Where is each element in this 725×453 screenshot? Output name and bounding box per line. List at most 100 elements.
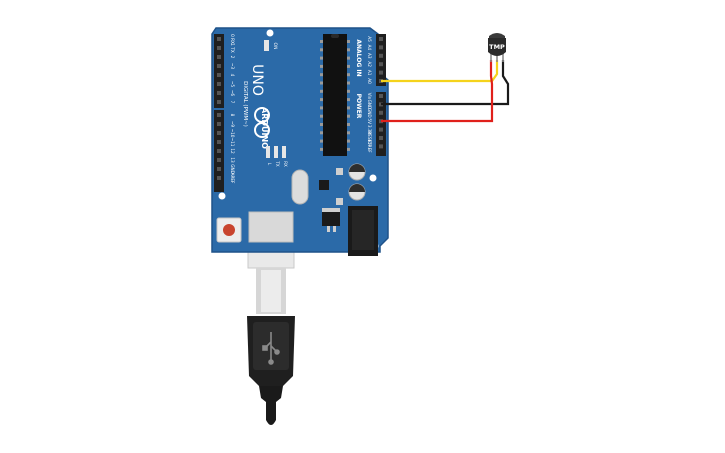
mounting-hole <box>266 29 274 37</box>
pin-label: 1 TX <box>230 43 235 53</box>
pin-hole[interactable] <box>217 37 221 41</box>
pin-label: A5 <box>367 36 372 42</box>
wires <box>381 60 510 123</box>
pin-label: GND <box>230 164 235 174</box>
atmega-chip <box>320 34 350 156</box>
reset-button[interactable] <box>216 217 242 243</box>
tmp-temperature-sensor[interactable]: TMP <box>488 33 506 62</box>
pin-hole[interactable] <box>379 62 383 67</box>
capacitor <box>348 183 366 201</box>
pin-hole[interactable] <box>379 144 383 149</box>
pin-hole[interactable] <box>217 46 221 50</box>
pin-hole[interactable] <box>217 82 221 86</box>
pin-label: A3 <box>367 53 372 59</box>
digital-header <box>214 34 224 192</box>
smd-component <box>336 198 343 205</box>
tx-led <box>274 146 278 158</box>
pin-hole[interactable] <box>217 149 221 153</box>
rx-led-label: RX <box>283 161 288 167</box>
pin-label: 0 RX <box>230 34 235 44</box>
pin-label: A4 <box>367 45 372 51</box>
model-label: UNO <box>249 64 265 96</box>
pin-label: ~10 <box>230 129 235 138</box>
usb-sleeve-highlight <box>261 270 281 312</box>
pin-hole[interactable] <box>217 140 221 144</box>
infinity-logo-icon <box>254 107 270 138</box>
status-leds: ON L TX RX <box>264 40 288 167</box>
pin-hole[interactable] <box>217 55 221 59</box>
analog-header <box>376 34 386 86</box>
signal-wire-a0[interactable] <box>381 60 499 83</box>
usb-icon <box>262 332 280 365</box>
pin-label: RESET <box>367 131 372 145</box>
pin-hole[interactable] <box>217 100 221 104</box>
usb-cable[interactable] <box>247 239 295 425</box>
on-led-label: ON <box>272 43 278 50</box>
usb-b-port <box>248 211 294 243</box>
pin-label: ~3 <box>230 63 235 70</box>
power-wire-5v[interactable] <box>381 60 494 123</box>
crystal-oscillator <box>291 169 309 205</box>
pin-hole[interactable] <box>379 94 383 98</box>
pin-label: Vin <box>367 93 372 100</box>
pin-hole[interactable] <box>379 37 383 41</box>
pin-label: A2 <box>367 61 372 67</box>
small-ic <box>319 180 329 190</box>
analog-header-title: ANALOG IN <box>355 39 362 76</box>
pin-hole[interactable] <box>379 136 383 140</box>
pin-hole[interactable] <box>217 176 221 180</box>
mounting-hole <box>369 174 377 182</box>
pin-label: ~9 <box>230 121 235 128</box>
mounting-hole <box>218 192 226 200</box>
arduino-logo: ARDUINO <box>260 107 269 149</box>
pin-label: A1 <box>367 70 372 76</box>
pin-label: AREF <box>230 173 235 184</box>
pin-label: 12 <box>230 148 235 154</box>
pin-hole[interactable] <box>379 45 383 50</box>
on-led <box>264 40 269 51</box>
rx-led <box>282 146 286 158</box>
sensor-body <box>488 38 506 56</box>
pin-hole[interactable] <box>217 167 221 171</box>
pin-hole[interactable] <box>379 53 383 58</box>
pin-hole[interactable] <box>217 122 221 126</box>
dc-power-jack[interactable] <box>348 206 378 256</box>
pin-label: IOREF <box>367 140 372 153</box>
digital-pin-holes <box>217 37 221 180</box>
pin-hole[interactable] <box>217 158 221 162</box>
pin-label: 13 <box>230 157 235 163</box>
pin-hole[interactable] <box>217 91 221 95</box>
l-led-label: L <box>267 163 272 166</box>
l-led <box>266 146 270 158</box>
usb-strain-relief <box>259 386 283 425</box>
ground-wire[interactable] <box>381 60 510 106</box>
pin-hole[interactable] <box>217 73 221 77</box>
pin-label: ~5 <box>230 81 235 88</box>
pin-label: 4 <box>230 74 235 77</box>
smd-component <box>336 168 343 175</box>
pin-label: ~6 <box>230 90 235 97</box>
pin-label: ~11 <box>230 138 235 147</box>
pin-hole[interactable] <box>379 110 383 115</box>
pin-hole[interactable] <box>217 113 221 117</box>
sensor-top <box>489 33 505 38</box>
sensor-label: TMP <box>489 43 505 51</box>
voltage-regulator <box>322 208 340 232</box>
capacitor <box>348 163 366 181</box>
pin-hole[interactable] <box>217 131 221 135</box>
power-header <box>376 92 386 156</box>
pin-hole[interactable] <box>217 64 221 68</box>
pin-hole[interactable] <box>379 127 383 132</box>
pin-label: GND <box>367 108 372 118</box>
pin-label: 8 <box>230 114 235 117</box>
pin-label: 5V <box>367 118 372 124</box>
pin-hole[interactable] <box>379 70 383 75</box>
pin-label: 7 <box>230 101 235 104</box>
tx-led-label: TX <box>275 160 280 166</box>
power-header-title: POWER <box>355 94 362 119</box>
pin-label: 3.3V <box>367 125 372 135</box>
